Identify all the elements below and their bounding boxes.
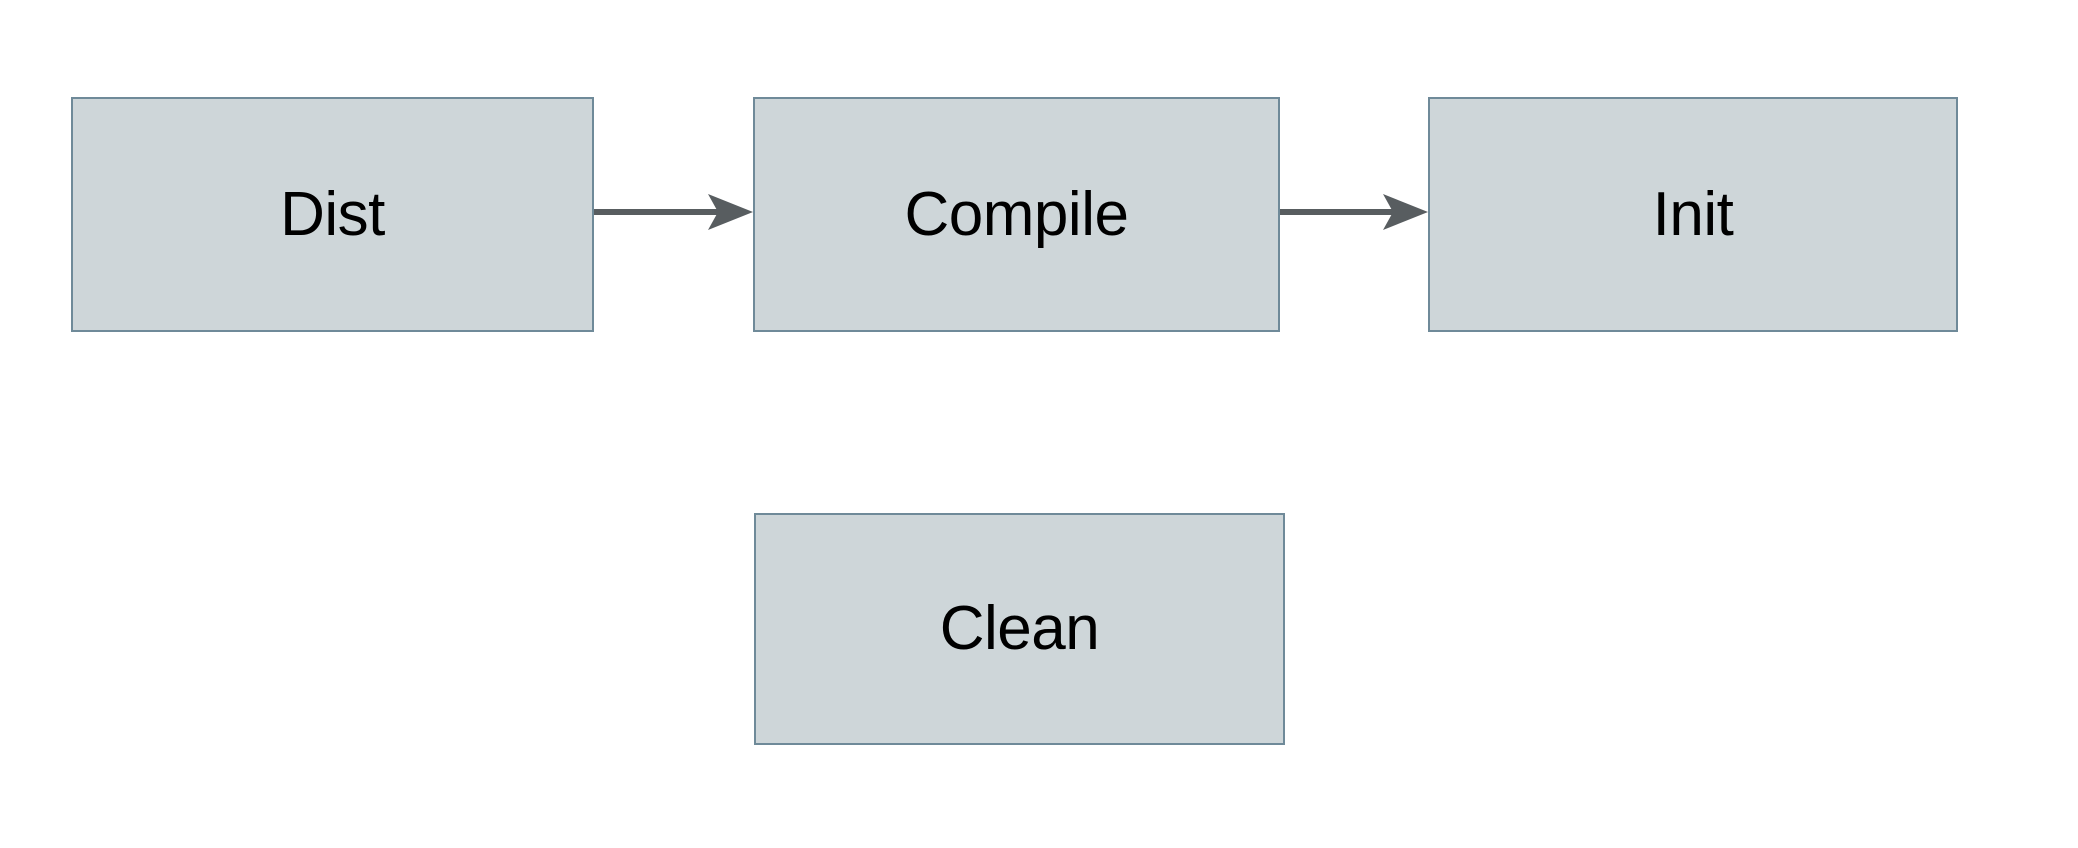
edge-compile-to-init[interactable] — [1280, 194, 1428, 230]
node-label-dist: Dist — [280, 179, 385, 249]
node-dist[interactable]: Dist — [71, 97, 594, 332]
arrowhead-icon — [1383, 194, 1428, 230]
node-label-compile: Compile — [904, 179, 1129, 249]
node-init[interactable]: Init — [1428, 97, 1958, 332]
node-compile[interactable]: Compile — [753, 97, 1280, 332]
arrowhead-icon — [708, 194, 753, 230]
node-label-init: Init — [1652, 179, 1734, 249]
edge-dist-to-compile[interactable] — [594, 194, 753, 230]
node-clean[interactable]: Clean — [754, 513, 1285, 745]
node-label-clean: Clean — [939, 594, 1100, 663]
